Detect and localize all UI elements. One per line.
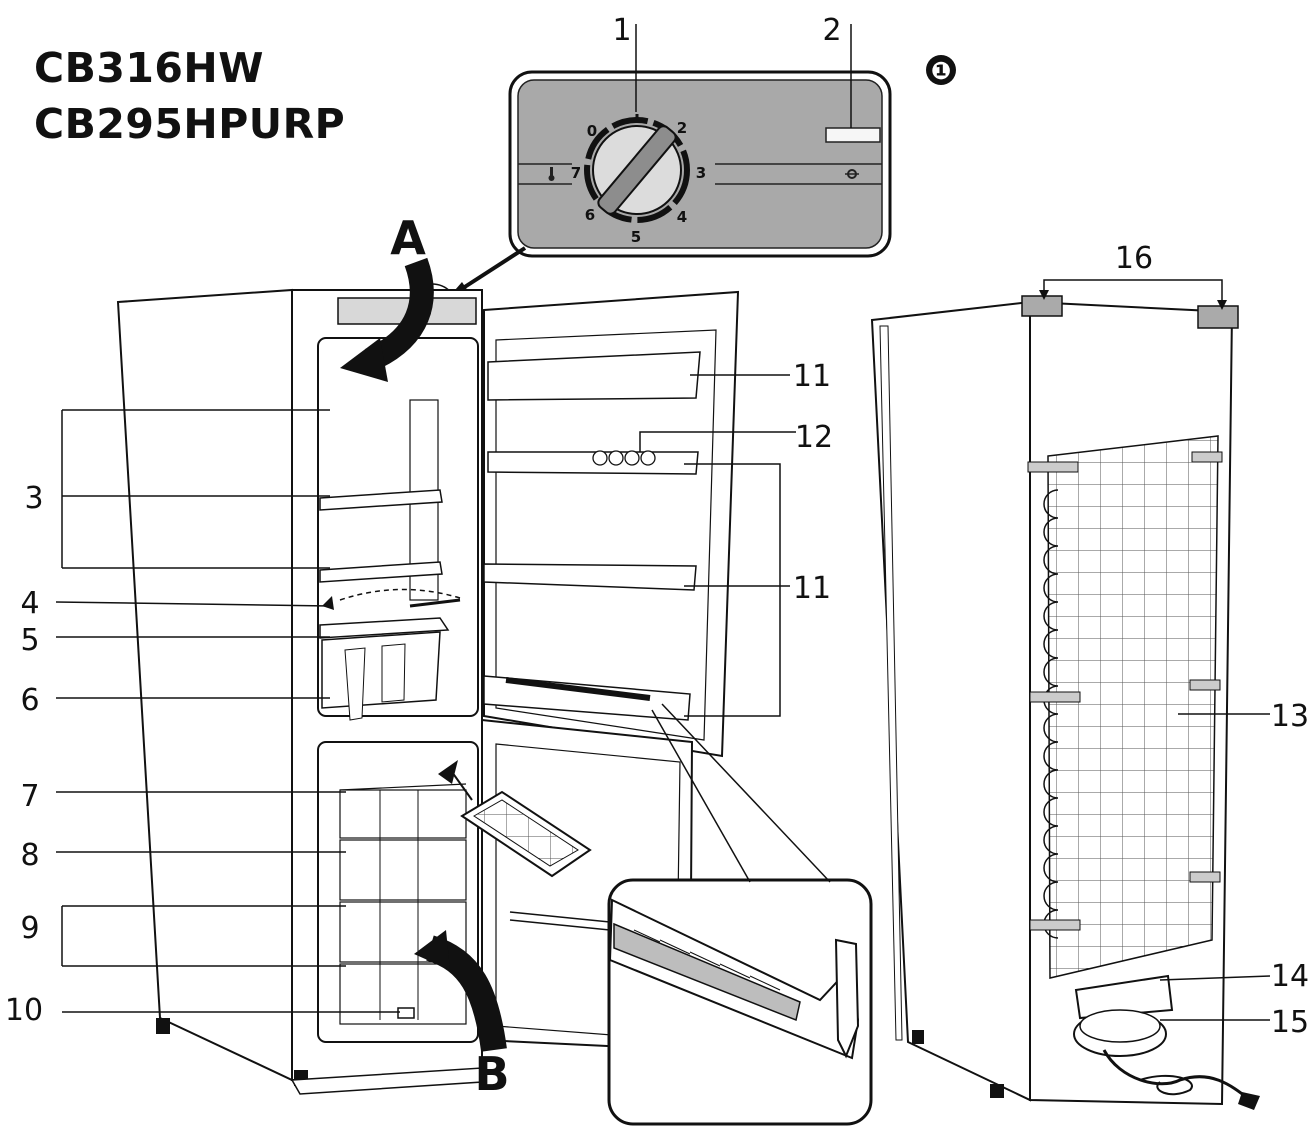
indicator-lamp	[825, 127, 881, 143]
callout-1: 1	[612, 13, 631, 48]
fridge-back-view	[870, 295, 1260, 1110]
view-arrow-b: B	[414, 930, 510, 1101]
view-label-b: B	[474, 1047, 509, 1101]
dial-number-3: 3	[696, 164, 706, 182]
drip-tray	[1074, 974, 1174, 1020]
model-name-2: CB295HPURP	[34, 100, 346, 148]
light-icon	[845, 169, 859, 179]
callout-7: 7	[20, 779, 39, 814]
dial-number-4: 4	[677, 208, 687, 226]
thermostat-dial	[584, 114, 690, 223]
fridge-front-view	[116, 288, 483, 1095]
callout-6: 6	[20, 683, 39, 718]
control-panel-zoom: 0 2 3 4 5 6 7	[508, 70, 892, 258]
condenser-coil	[1047, 435, 1219, 979]
callout-3: 3	[24, 481, 43, 516]
callout-13: 13	[1271, 699, 1309, 734]
callout-11-top: 11	[793, 359, 831, 394]
egg-tray	[592, 450, 656, 466]
figure-marker-circle	[926, 55, 956, 85]
bottle-shelf-zoom	[607, 703, 873, 1126]
view-label-a: A	[390, 211, 426, 265]
thermometer-icon	[548, 167, 555, 181]
view-arrow-a: A	[340, 211, 434, 382]
callout-16: 16	[1115, 241, 1153, 276]
callout-4: 4	[20, 586, 39, 621]
callout-8: 8	[20, 838, 39, 873]
fridge-door	[483, 290, 740, 758]
zoom-pointer	[458, 246, 527, 292]
model-name-1: CB316HW	[34, 44, 264, 92]
callout-9: 9	[20, 911, 39, 946]
callout-5: 5	[20, 623, 39, 658]
callout-11-bottom: 11	[793, 571, 831, 606]
dial-number-7: 7	[571, 164, 581, 182]
callout-2: 2	[822, 13, 841, 48]
power-cord	[1102, 1049, 1251, 1102]
callout-14: 14	[1271, 959, 1309, 994]
callout-12: 12	[795, 420, 833, 455]
callout-10: 10	[5, 993, 43, 1028]
dial-number-6: 6	[585, 206, 595, 224]
figure-marker: ❶	[931, 57, 951, 85]
dial-number-0: 0	[587, 122, 597, 140]
ice-tray	[438, 760, 592, 878]
dial-number-5: 5	[631, 228, 641, 246]
callout-15: 15	[1271, 1005, 1309, 1040]
dial-number-2: 2	[677, 119, 687, 137]
